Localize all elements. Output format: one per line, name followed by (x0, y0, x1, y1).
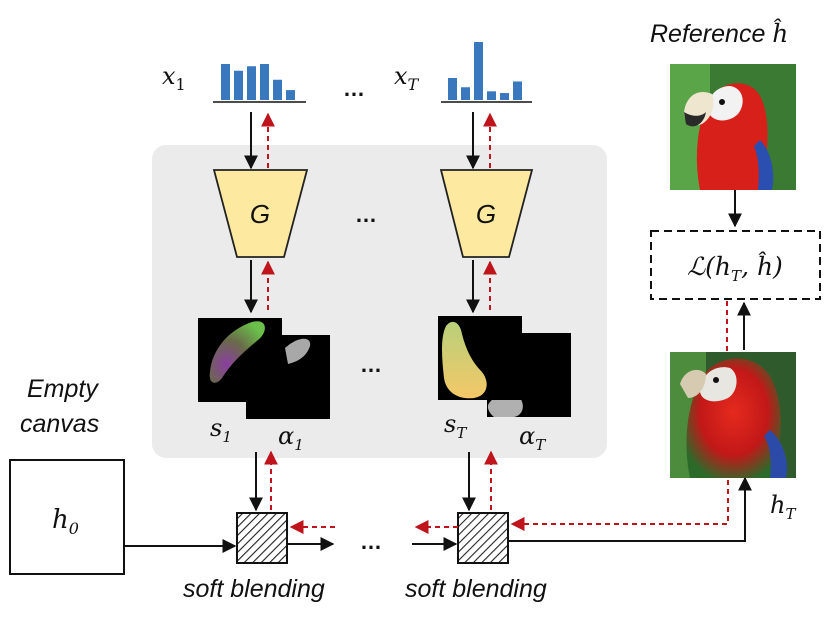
stroke-ellipsis: … (360, 352, 382, 377)
x1-bar-2 (234, 70, 243, 100)
soft-blend-box-left (236, 512, 288, 564)
loss-box (650, 230, 821, 300)
x1-bar-6 (286, 90, 295, 100)
soft-blend-box-right (457, 512, 509, 564)
generator-right (439, 169, 534, 258)
xT-label: xT (394, 62, 420, 94)
empty-canvas-box (9, 459, 125, 575)
soft-blending-right-label: soft blending (405, 575, 547, 603)
generator-left-label: G (250, 199, 270, 229)
reference-label: Reference ĥ (650, 19, 788, 48)
grad-path-hT-to-blend (510, 480, 729, 531)
x1-histogram (221, 64, 295, 100)
soft-blending-left-label: soft blending (183, 575, 325, 603)
sT-image (438, 316, 522, 400)
xT-bar-6 (513, 81, 522, 100)
sT-label: sT (444, 410, 467, 442)
x1-bar-5 (273, 79, 282, 100)
xT-bar-1 (448, 77, 457, 100)
xT-bar-4 (487, 91, 496, 100)
top-ellipsis: … (343, 76, 365, 101)
blend-ellipsis: … (360, 529, 382, 554)
x1-bar-3 (247, 66, 256, 100)
reference-image (670, 64, 796, 190)
xT-bar-2 (461, 87, 470, 100)
empty-canvas-label-line2: canvas (20, 410, 99, 438)
h0-label: h0 (52, 505, 79, 538)
loss-label: ℒ(hT, ĥ) (687, 252, 783, 285)
x1-bar-4 (260, 64, 269, 100)
s1-label: s1 (210, 414, 232, 446)
generator-right-label: G (476, 199, 496, 229)
xT-bar-3 (474, 42, 483, 100)
generator-left (212, 169, 309, 258)
alpha1-label: α1 (278, 422, 304, 454)
s1-image (198, 318, 282, 402)
alphaT-label: αT (519, 422, 546, 454)
xT-bar-5 (500, 93, 509, 100)
x1-bar-1 (221, 64, 230, 100)
hT-image (670, 352, 796, 478)
x1-label: x1 (162, 62, 186, 94)
hT-label: hT (770, 491, 796, 523)
empty-canvas-label-line1: Empty (27, 375, 99, 403)
generator-ellipsis: … (355, 202, 377, 227)
arrow-blend-to-hT (508, 476, 752, 542)
xT-histogram (448, 42, 522, 100)
